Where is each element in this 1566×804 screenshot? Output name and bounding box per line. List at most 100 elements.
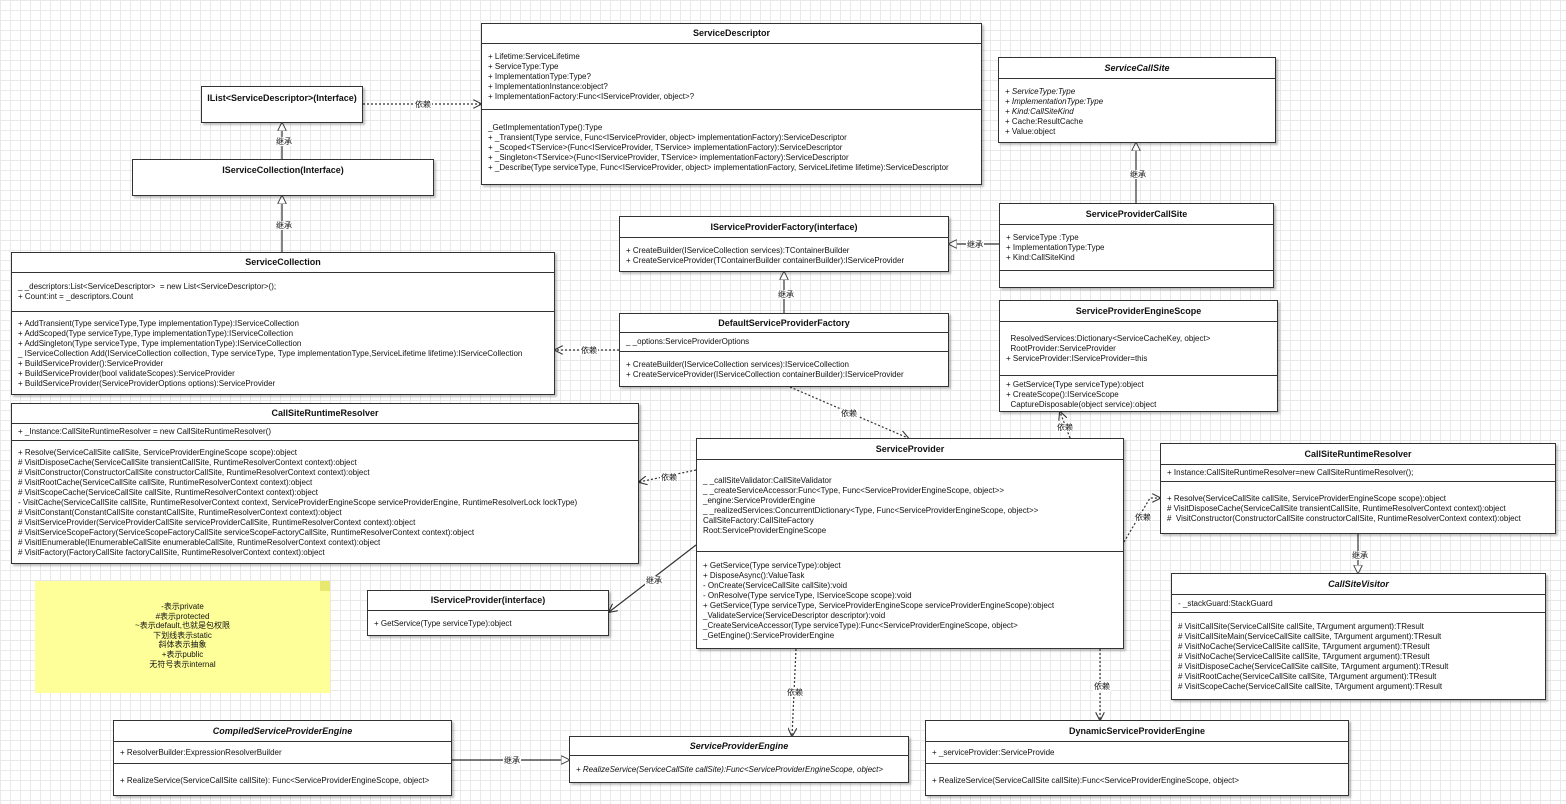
member-line: + ImplementationFactory:Func<IServicePro… xyxy=(488,92,695,101)
member-line: - OnCreate(ServiceCallSite callSite):voi… xyxy=(703,581,848,590)
class-iserviceproviderfactory[interactable]: IServiceProviderFactory(interface)+ Crea… xyxy=(619,216,949,272)
class-members: + GetService(Type serviceType):object+ D… xyxy=(697,552,1123,648)
member-line: + _Singleton<TService>(Func<IServiceProv… xyxy=(488,153,849,162)
member-line: + ServiceProvider:IServiceProvider=this xyxy=(1006,354,1148,363)
class-callsiteruntimeresolver[interactable]: CallSiteRuntimeResolver+ _Instance:CallS… xyxy=(11,403,639,564)
class-title: ServiceProvider xyxy=(697,439,1123,460)
class-members: + GetService(Type serviceType):object xyxy=(368,611,608,635)
member-line: _ _createServiceAccessor:Func<Type, Func… xyxy=(703,486,1005,495)
member-line: + Value:object xyxy=(1005,127,1056,136)
member-line: + CreateBuilder(IServiceCollection servi… xyxy=(626,360,849,369)
class-iserviceprovider[interactable]: IServiceProvider(interface) + GetService(… xyxy=(367,590,609,636)
class-attributes: + Lifetime:ServiceLifetime+ ServiceType:… xyxy=(482,44,981,110)
member-line: # VisitIEnumerable(IEnumerableCallSite e… xyxy=(18,538,381,547)
member-line: _engine:ServiceProviderEngine xyxy=(703,496,816,505)
member-line: + _Scoped<TService>(Func<IServiceProvide… xyxy=(488,143,843,152)
class-attributes: _ _descriptors:List<ServiceDescriptor> =… xyxy=(12,273,554,312)
class-members: + AddTransient(Type serviceType,Type imp… xyxy=(12,312,554,394)
class-title: ServiceProviderEngine xyxy=(570,737,908,756)
member-line: + ImplementationType:Type? xyxy=(488,72,591,81)
class-serviceprovider[interactable]: ServiceProvider_ _callSiteValidator:Call… xyxy=(696,438,1124,649)
class-callsiteruntimeresolver-right[interactable]: CallSiteRuntimeResolver+ Instance:CallSi… xyxy=(1160,443,1556,534)
class-members: + Resolve(ServiceCallSite callSite, Serv… xyxy=(1161,482,1555,533)
member-line: + Instance:CallSiteRuntimeResolver=new C… xyxy=(1167,468,1414,477)
class-members: + Resolve(ServiceCallSite callSite, Serv… xyxy=(12,441,638,563)
member-line: + Resolve(ServiceCallSite callSite, Serv… xyxy=(18,448,298,457)
class-serviceproviderenginescope[interactable]: ServiceProviderEngineScope ResolvedServi… xyxy=(999,300,1278,412)
class-attributes: _ _callSiteValidator:CallSiteValidator_ … xyxy=(697,460,1123,552)
member-line: - VisitCache(ServiceCallSite callSite, R… xyxy=(18,498,578,507)
class-title: IList<ServiceDescriptor>(Interface) xyxy=(207,93,357,103)
class-iservicecollection[interactable]: IServiceCollection(Interface) xyxy=(132,159,434,196)
label-inherits-callsite: 继承 xyxy=(1129,170,1147,179)
class-title: ServiceCollection xyxy=(12,253,554,273)
member-line: + RealizeService(ServiceCallSite callSit… xyxy=(932,776,1240,785)
class-attributes: ResolvedServices:Dictionary<ServiceCache… xyxy=(1000,322,1277,376)
label-depends-ilist: 依赖 xyxy=(414,100,432,109)
class-servicecollection[interactable]: ServiceCollection _ _descriptors:List<Ser… xyxy=(11,252,555,395)
member-line: _ _descriptors:List<ServiceDescriptor> =… xyxy=(18,282,277,291)
class-serviceproviderengine[interactable]: ServiceProviderEngine+ RealizeService(Se… xyxy=(569,736,909,783)
class-servicecallsite[interactable]: ServiceCallSite+ ServiceType:Type+ Imple… xyxy=(998,57,1276,143)
member-line: + GetService(Type serviceType):object xyxy=(703,561,841,570)
class-title: ServiceCallSite xyxy=(999,58,1275,79)
class-attributes: + _serviceProvider:ServiceProvide xyxy=(926,742,1348,764)
label-inherits-visitor: 继承 xyxy=(1351,551,1369,560)
member-line: _ _options:ServiceProviderOptions xyxy=(626,337,750,346)
note-fold xyxy=(320,581,330,591)
class-serviceprovidercallsite[interactable]: ServiceProviderCallSite+ ServiceType :Ty… xyxy=(999,203,1274,288)
note-line: 无符号表示internal xyxy=(149,659,216,669)
class-attributes: + ResolverBuilder:ExpressionResolverBuil… xyxy=(114,742,451,764)
class-members: + RealizeService(ServiceCallSite callSit… xyxy=(570,756,908,782)
class-dynamicserviceproviderengine[interactable]: DynamicServiceProviderEngine+ _servicePr… xyxy=(925,720,1349,796)
member-line: + AddSingleton(Type serviceType, Type im… xyxy=(18,339,302,348)
label-inherits-factory: 继承 xyxy=(966,240,984,249)
legend-note: -表示private #表示protected ~表示default,也就是包权… xyxy=(35,581,330,693)
member-line: + _serviceProvider:ServiceProvide xyxy=(932,748,1055,757)
member-line: + ServiceType :Type xyxy=(1006,233,1079,242)
member-line: # VisitDisposeCache(ServiceCallSite call… xyxy=(1178,662,1449,671)
note-line: +表示public xyxy=(161,649,204,659)
note-line: -表示private xyxy=(161,602,204,611)
member-line: + GetService(Type serviceType):object xyxy=(374,619,512,628)
member-line: # VisitScopeCache(ServiceCallSite callSi… xyxy=(18,488,318,497)
class-attributes: + ServiceType :Type+ ImplementationType:… xyxy=(1000,225,1273,271)
member-line: + AddTransient(Type serviceType,Type imp… xyxy=(18,319,299,328)
class-title: DefaultServiceProviderFactory xyxy=(620,314,948,333)
member-line: + RealizeService(ServiceCallSite callSit… xyxy=(120,776,430,785)
member-line: ResolvedServices:Dictionary<ServiceCache… xyxy=(1006,334,1211,343)
class-attributes: + Instance:CallSiteRuntimeResolver=new C… xyxy=(1161,465,1555,482)
class-servicedescriptor[interactable]: ServiceDescriptor+ Lifetime:ServiceLifet… xyxy=(481,23,982,185)
member-line: CaptureDisposable(object service):object xyxy=(1006,400,1157,409)
class-members: + CreateBuilder(IServiceCollection servi… xyxy=(620,352,948,386)
class-members xyxy=(1000,271,1273,287)
member-line: _ValidateService(ServiceDescriptor descr… xyxy=(703,611,886,620)
class-defaultserviceproviderfactory[interactable]: DefaultServiceProviderFactory _ _options:… xyxy=(619,313,949,387)
member-line: # VisitServiceScopeFactory(ServiceScopeF… xyxy=(18,528,475,537)
member-line: _ _realizedServices:ConcurrentDictionary… xyxy=(703,506,1039,515)
member-line: _ _callSiteValidator:CallSiteValidator xyxy=(703,476,832,485)
member-line: _GetImplementationType():Type xyxy=(488,123,603,132)
member-line: + Count:int = _descriptors.Count xyxy=(18,292,134,301)
class-title: IServiceProvider(interface) xyxy=(368,591,608,611)
class-compiledserviceproviderengine[interactable]: CompiledServiceProviderEngine + ResolverB… xyxy=(113,720,452,796)
label-depends-servicecollection: 依赖 xyxy=(580,346,598,355)
class-members: + CreateBuilder(IServiceCollection servi… xyxy=(620,238,948,271)
member-line: + CreateScope():IServiceScope xyxy=(1006,390,1119,399)
member-line: + ImplementationType:Type xyxy=(1005,97,1104,106)
member-line: # VisitCallSiteMain(ServiceCallSite call… xyxy=(1178,632,1442,641)
note-line: 斜体表示抽象 xyxy=(158,640,207,650)
note-line: #表示protected xyxy=(155,611,210,621)
member-line: + ResolverBuilder:ExpressionResolverBuil… xyxy=(120,748,282,757)
class-callsitevisitor[interactable]: CallSiteVisitor- _stackGuard:StackGuard#… xyxy=(1171,573,1546,700)
member-line: + BuildServiceProvider():ServiceProvider xyxy=(18,359,164,368)
class-title: CompiledServiceProviderEngine xyxy=(114,721,451,742)
member-line: + ImplementationType:Type xyxy=(1006,243,1105,252)
member-line: + GetService(Type serviceType):object xyxy=(1006,380,1144,389)
class-ilist-servicedescriptor[interactable]: IList<ServiceDescriptor>(Interface) xyxy=(201,86,363,123)
label-inherits-default: 继承 xyxy=(777,290,795,299)
class-title: ServiceProviderEngineScope xyxy=(1000,301,1277,322)
member-line: + DisposeAsync():ValueTask xyxy=(703,571,805,580)
wire-serviceprovider-engine xyxy=(792,648,796,736)
member-line: + CreateBuilder(IServiceCollection servi… xyxy=(626,246,850,255)
